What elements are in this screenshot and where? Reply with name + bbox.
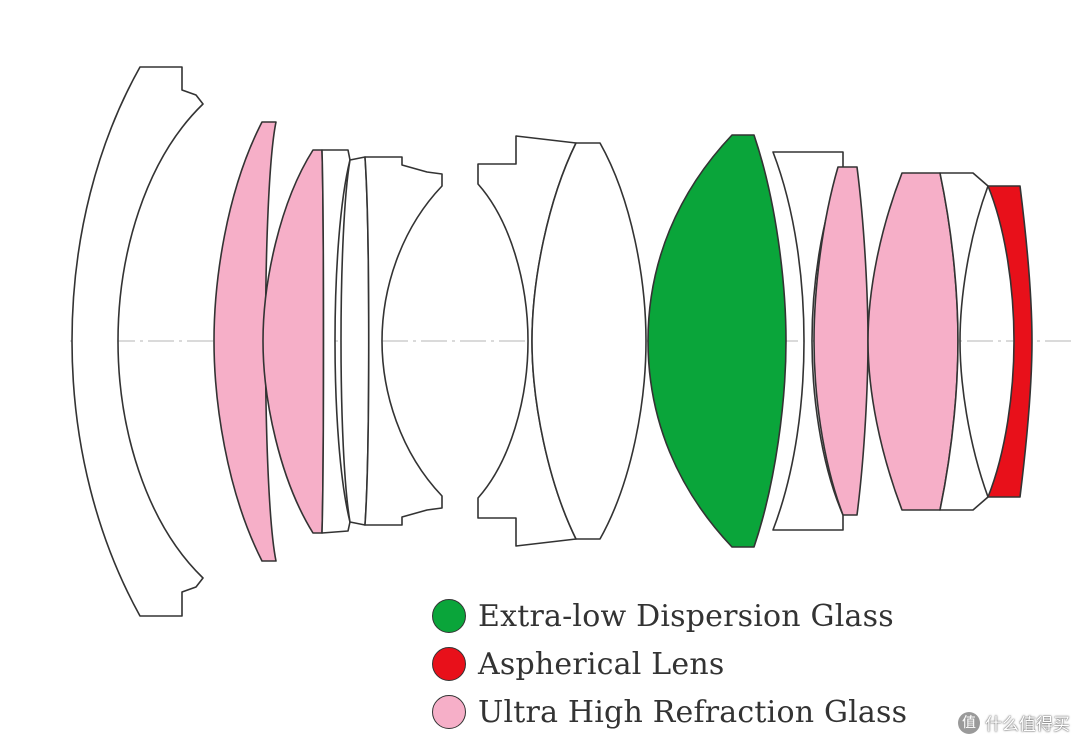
lens-element: [71, 66, 204, 617]
watermark-text: 什么值得买: [985, 715, 1070, 735]
lens-element: [939, 172, 989, 511]
legend-item-aspherical: Aspherical Lens: [432, 640, 907, 688]
lens-element: [867, 172, 959, 511]
legend-label: Extra-low Dispersion Glass: [478, 598, 894, 634]
legend-swatch-icon: [432, 599, 466, 633]
legend-label: Ultra High Refraction Glass: [478, 694, 908, 730]
lens-element: [531, 142, 647, 540]
legend: Extra-low Dispersion Glass Aspherical Le…: [432, 592, 907, 736]
lens-element: [340, 156, 370, 526]
legend-swatch-icon: [432, 647, 466, 681]
lens-element: [213, 121, 277, 562]
lens-element: [647, 134, 787, 548]
legend-label: Aspherical Lens: [478, 646, 725, 682]
legend-item-ultra-high-refraction: Ultra High Refraction Glass: [432, 688, 907, 736]
lens-element: [987, 185, 1033, 498]
legend-item-extra-low-dispersion: Extra-low Dispersion Glass: [432, 592, 907, 640]
legend-swatch-icon: [432, 695, 466, 729]
watermark: 值 什么值得买: [958, 710, 1070, 735]
watermark-logo-icon: 值: [958, 711, 980, 734]
lens-element: [813, 166, 869, 516]
lens-element: [364, 156, 443, 526]
lens-element: [262, 149, 325, 534]
